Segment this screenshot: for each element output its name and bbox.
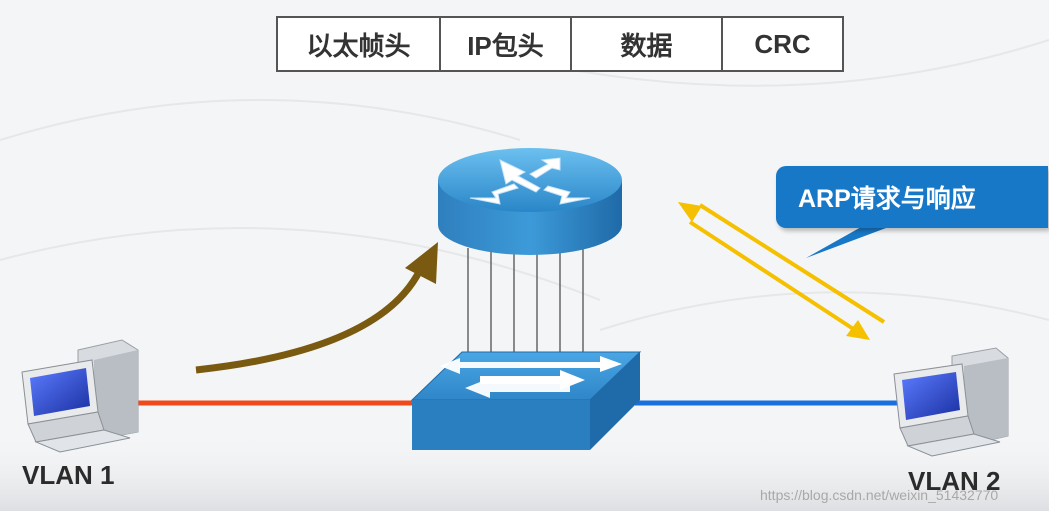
computer-icon bbox=[21, 339, 139, 453]
router-icon bbox=[438, 148, 622, 255]
flow-arrow bbox=[195, 242, 438, 374]
frame-format-table: 以太帧头 IP包头 数据 CRC bbox=[276, 16, 844, 72]
arp-callout-label: ARP请求与响应 bbox=[798, 185, 976, 213]
frame-cell-crc: CRC bbox=[754, 28, 811, 59]
vlan2-label: VLAN 2 bbox=[908, 466, 1001, 496]
watermark: https://blog.csdn.net/weixin_51432770 bbox=[760, 487, 999, 503]
trunk-lines bbox=[467, 248, 584, 352]
arp-arrows bbox=[678, 202, 886, 340]
vlan1-label: VLAN 1 bbox=[22, 460, 115, 490]
frame-cell-data: 数据 bbox=[572, 18, 723, 70]
frame-cell-ethernet-header: 以太帧头 bbox=[278, 18, 441, 70]
switch-icon bbox=[410, 351, 642, 450]
callout-tail bbox=[806, 222, 902, 258]
computer-icon bbox=[893, 347, 1009, 457]
arp-callout: ARP请求与响应 bbox=[776, 166, 1048, 228]
frame-cell-ip-header: IP包头 bbox=[441, 18, 572, 70]
